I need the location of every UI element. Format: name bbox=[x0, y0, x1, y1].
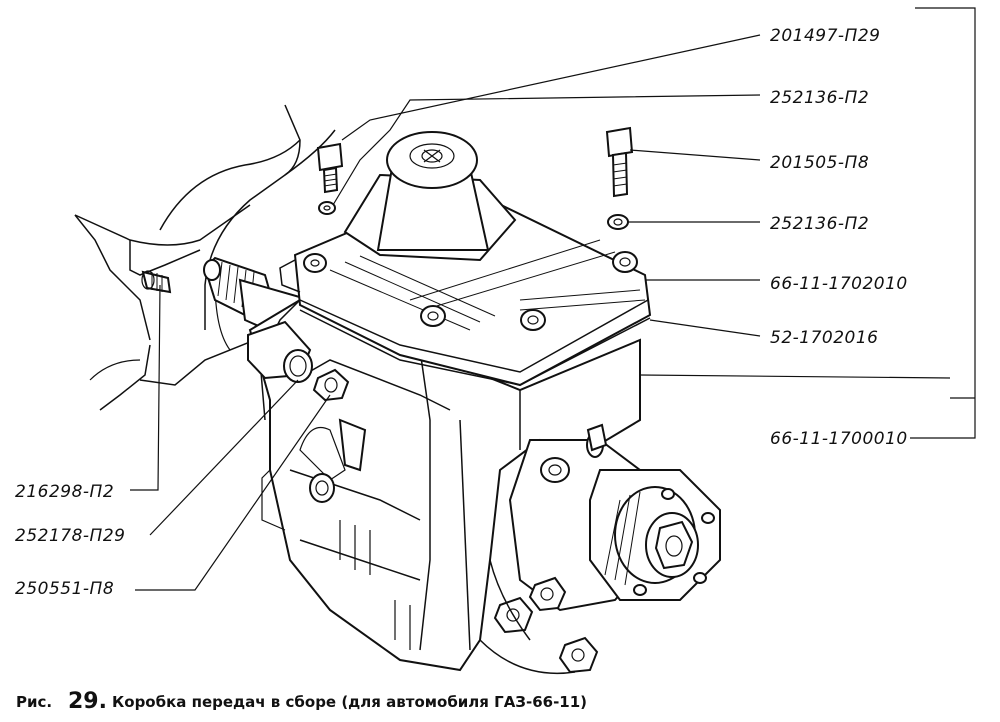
callout-label: 66-11-1700010 bbox=[770, 429, 908, 449]
callout-label: 66-11-1702010 bbox=[770, 274, 908, 294]
output-flange bbox=[508, 423, 721, 612]
caption-prefix: Рис. bbox=[16, 693, 52, 711]
callout-label: 252178-П29 bbox=[15, 526, 125, 546]
caption-number: 29. bbox=[68, 689, 107, 714]
callout-label: 201505-П8 bbox=[770, 153, 869, 173]
callout-label: 250551-П8 bbox=[15, 579, 114, 599]
gearbox-case bbox=[248, 298, 641, 672]
callout-label: 52-1702016 bbox=[770, 328, 878, 348]
caption-text: Коробка передач в сборе (для автомобиля … bbox=[112, 693, 587, 711]
bolt-right bbox=[605, 126, 634, 230]
callout-label: 201497-П29 bbox=[770, 26, 880, 46]
figure-caption: Рис. 29. Коробка передач в сборе (для ав… bbox=[16, 689, 587, 714]
callout-label: 252136-П2 bbox=[770, 88, 869, 108]
shift-tower bbox=[343, 131, 517, 262]
callout-label: 252136-П2 bbox=[770, 214, 869, 234]
leader-lines bbox=[130, 7, 976, 591]
bolt-left bbox=[316, 142, 344, 215]
front-boss bbox=[247, 320, 350, 402]
callout-label: 216298-П2 bbox=[15, 482, 114, 502]
housing-stud bbox=[141, 270, 172, 294]
rear-bolts bbox=[479, 559, 599, 675]
callout-labels: 201497-П29 252136-П2 201505-П8 252136-П2… bbox=[15, 26, 908, 599]
